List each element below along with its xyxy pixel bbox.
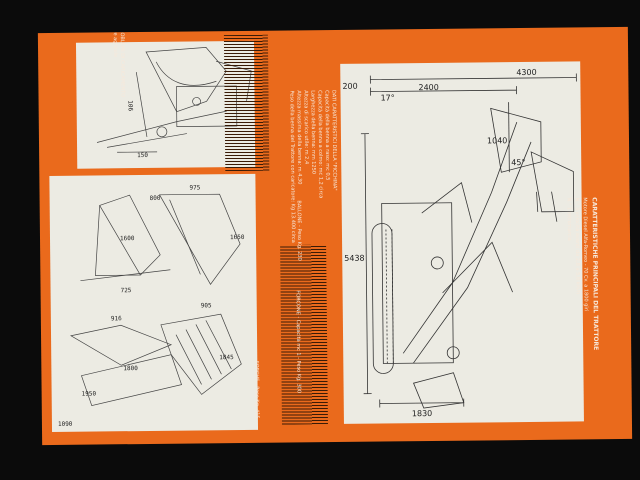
dim-106: 106 xyxy=(126,100,134,112)
dim-45-deg: 45° xyxy=(511,158,526,168)
attachments-panel: 975 800 1600 1650 725 916 905 1845 1800 … xyxy=(49,173,259,432)
forcone-label: FORCONE - Capacità mc 1 - Peso Kg. 300 xyxy=(294,290,302,394)
dim-1040: 1040 xyxy=(486,136,508,146)
tractor-spec-line-1: Motore Diesel Alfa-Romeo - 70 Cv. a 1800… xyxy=(581,197,589,312)
dim-1600: 1600 xyxy=(119,235,135,243)
dim-1800: 1800 xyxy=(123,365,138,373)
top-left-caption: ADATTO A PROBLEMI DI CARICAMENTO Delle s… xyxy=(111,26,126,98)
dim-800: 800 xyxy=(149,194,161,202)
dim-200: 200 xyxy=(342,81,358,91)
dim-150: 150 xyxy=(137,151,149,160)
dim-975: 975 xyxy=(189,184,201,192)
tractor-specs-title: CARATTERISTICHE PRINCIPALI DEL TRATTORE xyxy=(590,197,600,351)
dim-725: 725 xyxy=(120,287,132,295)
dim-1950: 1950 xyxy=(81,390,97,398)
ballone-label: BALLONE - Peso Kg. 230 xyxy=(295,200,303,261)
dim-4300: 4300 xyxy=(516,67,537,78)
dim-905: 905 xyxy=(200,302,212,310)
tractor-loader-drawing xyxy=(360,73,577,409)
dim-2400: 2400 xyxy=(418,82,439,93)
tractor-loader-panel: 200 4300 17° 2400 1040 45° 5438 1830 xyxy=(340,61,584,424)
forche-label: FORCHE - Peso Kg. 415 xyxy=(253,360,260,419)
dim-1845: 1845 xyxy=(219,354,234,362)
dim-17-deg: 17° xyxy=(380,93,395,103)
brochure-sheet: 106 150 ADATTO A PROBLEMI DI CARICAMENTO… xyxy=(37,26,633,446)
attachments-drawing xyxy=(70,193,242,406)
dim-916: 916 xyxy=(110,315,122,323)
stripe-block-bottom xyxy=(280,244,328,425)
dim-1650: 1650 xyxy=(229,233,245,242)
dim-1830: 1830 xyxy=(411,408,433,419)
tractor-spec-line-3: N.° 1 retromarcia xyxy=(565,197,573,241)
dim-1090: 1090 xyxy=(57,420,73,428)
dim-5438: 5438 xyxy=(344,253,365,263)
tractor-spec-line-2: N.° 3 velocità avanti da 2,8 a 5,8 km/h xyxy=(573,197,581,295)
stripe-block-top xyxy=(223,34,270,172)
tractor-specs-block: CARATTERISTICHE PRINCIPALI DEL TRATTORE … xyxy=(488,197,610,418)
